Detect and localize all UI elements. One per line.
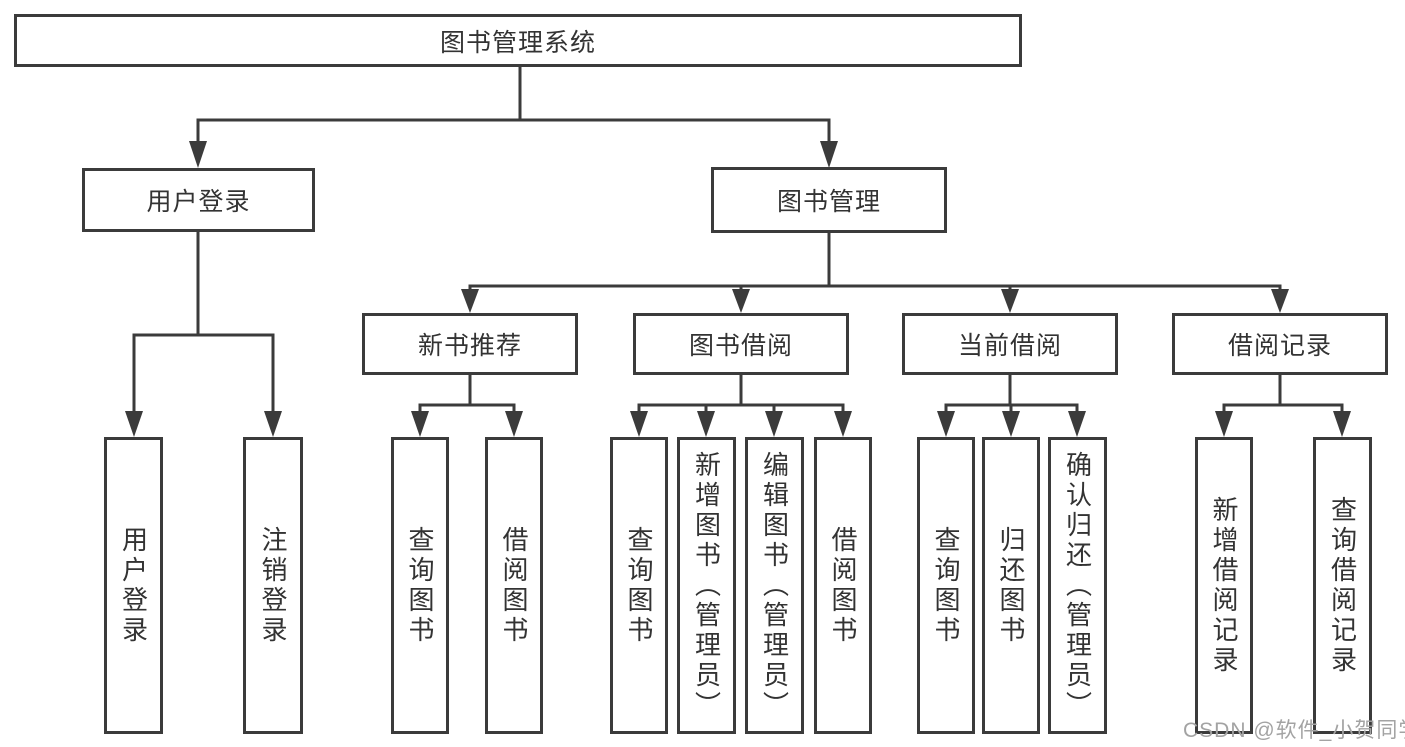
arrow-down-icon xyxy=(937,411,955,437)
node-label: 查询借阅记录 xyxy=(1327,495,1358,676)
node-label: 新增图书（管理员） xyxy=(691,450,722,721)
leaf-add-borrow-record: 新增借阅记录 xyxy=(1195,437,1253,734)
leaf-query-borrow-record: 查询借阅记录 xyxy=(1313,437,1372,734)
node-label: 新增借阅记录 xyxy=(1209,495,1239,676)
arrow-down-icon xyxy=(125,411,143,437)
arrow-down-icon xyxy=(264,411,282,437)
node-label: 借阅图书 xyxy=(499,525,529,646)
arrow-down-icon xyxy=(1215,411,1233,437)
leaf-add-book-admin: 新增图书（管理员） xyxy=(677,437,736,734)
connector-book-management-to-level3 xyxy=(468,233,1282,290)
node-label: 注销登录 xyxy=(258,525,288,646)
arrow-down-icon xyxy=(1068,411,1086,437)
arrow-down-icon xyxy=(461,289,479,313)
connector-root-to-level2 xyxy=(196,67,831,142)
arrow-down-icon xyxy=(411,411,429,437)
node-current-borrowing: 当前借阅 xyxy=(902,313,1118,375)
arrow-down-icon xyxy=(820,141,838,168)
node-book-management: 图书管理 xyxy=(711,167,947,233)
node-user-login: 用户登录 xyxy=(82,168,315,232)
leaf-borrow-books-borrowing: 借阅图书 xyxy=(814,437,872,734)
arrow-down-icon xyxy=(732,289,750,313)
node-label: 归还图书 xyxy=(996,525,1026,646)
node-label: 查询图书 xyxy=(931,525,961,646)
node-label: 用户登录 xyxy=(118,525,149,646)
node-label: 查询图书 xyxy=(405,525,435,646)
connector-current-borrow-to-leaves xyxy=(944,375,1079,412)
leaf-edit-book-admin: 编辑图书（管理员） xyxy=(745,437,804,734)
connector-user-login-to-leaves xyxy=(132,232,275,412)
arrow-down-icon xyxy=(1001,289,1019,313)
leaf-query-books-recommend: 查询图书 xyxy=(391,437,449,734)
arrow-down-icon xyxy=(1333,411,1351,437)
node-library-management-system: 图书管理系统 xyxy=(14,14,1022,67)
leaf-confirm-return-admin: 确认归还（管理员） xyxy=(1048,437,1107,734)
arrow-down-icons xyxy=(125,141,1351,437)
leaf-user-login: 用户登录 xyxy=(104,437,163,734)
node-label: 新书推荐 xyxy=(417,332,522,360)
arrow-down-icon xyxy=(765,411,783,437)
node-label: 借阅记录 xyxy=(1227,332,1332,360)
node-label: 图书借阅 xyxy=(688,332,793,360)
arrow-down-icon xyxy=(697,411,715,437)
node-label: 用户登录 xyxy=(146,188,251,216)
arrow-down-icon xyxy=(630,411,648,437)
watermark: CSDN @软件_小贺同学 xyxy=(1183,719,1405,742)
leaf-logout: 注销登录 xyxy=(243,437,303,734)
node-new-book-recommend: 新书推荐 xyxy=(362,313,578,375)
arrow-down-icon xyxy=(834,411,852,437)
leaf-borrow-books-recommend: 借阅图书 xyxy=(485,437,543,734)
arrow-down-icon xyxy=(1271,289,1289,313)
arrow-down-icon xyxy=(505,411,523,437)
leaf-query-books-current: 查询图书 xyxy=(917,437,975,734)
node-label: 当前借阅 xyxy=(957,332,1062,360)
arrow-down-icon xyxy=(1002,411,1020,437)
node-label: 查询图书 xyxy=(624,525,654,646)
node-label: 借阅图书 xyxy=(828,525,858,646)
connector-new-book-to-leaves xyxy=(418,375,516,412)
node-label: 编辑图书（管理员） xyxy=(759,450,790,721)
connector-book-borrow-to-leaves xyxy=(637,375,845,412)
connector-borrow-records-to-leaves xyxy=(1222,375,1344,412)
leaf-return-books: 归还图书 xyxy=(982,437,1040,734)
node-book-borrowing: 图书借阅 xyxy=(633,313,849,375)
node-label: 确认归还（管理员） xyxy=(1062,450,1093,721)
leaf-query-books-borrowing: 查询图书 xyxy=(610,437,668,734)
node-label: 图书管理 xyxy=(776,188,881,216)
node-label: 图书管理系统 xyxy=(439,28,596,57)
arrow-down-icon xyxy=(189,141,207,168)
node-borrowing-records: 借阅记录 xyxy=(1172,313,1388,375)
